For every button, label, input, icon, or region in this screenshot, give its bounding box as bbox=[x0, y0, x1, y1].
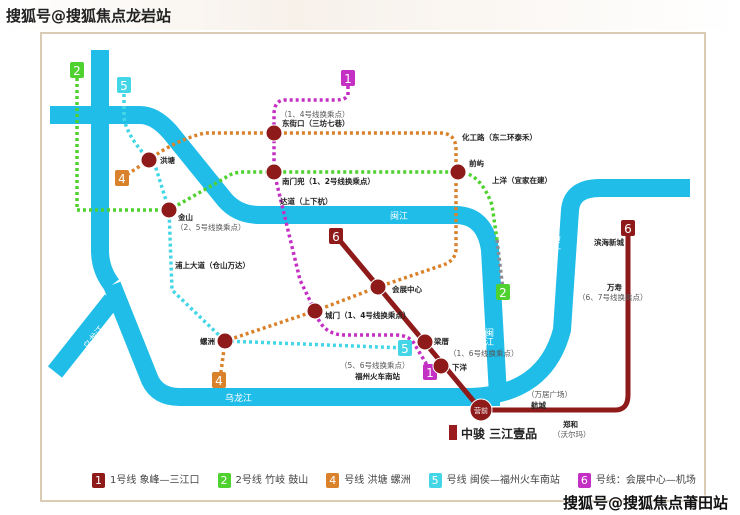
station-icon-qianyu bbox=[449, 163, 467, 181]
legend-badge: 6 bbox=[577, 472, 591, 488]
line-4-path bbox=[121, 131, 458, 381]
project-logo-icon bbox=[449, 425, 457, 440]
svg-text:5: 5 bbox=[401, 342, 409, 356]
station-shangyang: 上洋（宜家在建） bbox=[492, 175, 552, 185]
svg-text:4: 4 bbox=[118, 172, 126, 186]
station-jinshan-note: （2、5号线换乘点） bbox=[176, 222, 246, 232]
legend: 1 1号线 象峰—三江口 2 2号线 竹岐 鼓山 4 号线 洪塘 螺洲 5 号线 闽侯—… bbox=[92, 472, 696, 488]
river-minjiang bbox=[50, 106, 507, 396]
station-jinshan: 金山 bbox=[177, 212, 193, 222]
station-icon-dongjiekou bbox=[265, 124, 283, 142]
station-hongtang: 洪塘 bbox=[160, 155, 175, 165]
legend-line5: 5 号线 闽侯—福州火车南站 bbox=[428, 472, 560, 488]
badge-line1-top bbox=[341, 70, 355, 86]
station-icon-chengmen bbox=[306, 302, 324, 320]
watermark-bottom: 搜狐号@搜狐焦点莆田站 bbox=[562, 494, 728, 512]
station-nanmendou: 南门兜（1、2号线换乘点） bbox=[282, 176, 375, 186]
line-6-path bbox=[334, 230, 631, 413]
svg-text:6: 6 bbox=[332, 230, 340, 244]
station-icon-huizhan bbox=[369, 278, 387, 296]
svg-text:6: 6 bbox=[624, 222, 632, 236]
river-wulong-left bbox=[47, 294, 120, 378]
svg-text:4: 4 bbox=[215, 374, 223, 388]
legend-line6: 6 号线：会展中心—机场 bbox=[577, 472, 696, 488]
station-liangcuo: 梁厝 bbox=[433, 336, 449, 346]
station-pushang: 浦上大道（仓山万达） bbox=[175, 260, 250, 270]
station-icon-yingqian bbox=[469, 398, 493, 422]
station-huagonglu: 化工路（东二环泰禾） bbox=[462, 132, 537, 142]
badge-line4-bottom bbox=[212, 372, 226, 388]
station-qianyu: 前屿 bbox=[469, 158, 484, 168]
badge-line2-top bbox=[70, 62, 84, 78]
station-wanshou: 万寿 bbox=[606, 282, 622, 292]
station-huizhan: 会展中心 bbox=[392, 284, 422, 294]
river-label-minjiang: 闽江 bbox=[390, 210, 408, 222]
badge-line4-top bbox=[115, 170, 129, 186]
station-dongjiekou: 东街口（三坊七巷） bbox=[282, 118, 350, 128]
station-yingqian: 营前 bbox=[474, 406, 488, 415]
station-icon-liangcuo bbox=[416, 333, 434, 351]
legend-text: 号线：会展中心—机场 bbox=[595, 474, 696, 486]
river-label-wulongjiang: 乌龙江 bbox=[225, 392, 252, 404]
legend-line4: 4 号线 洪塘 螺洲 bbox=[326, 472, 411, 488]
station-xiayang: 下洋 bbox=[452, 362, 467, 372]
legend-badge: 2 bbox=[217, 472, 231, 488]
line-1-path bbox=[272, 80, 432, 371]
legend-badge: 5 bbox=[428, 472, 442, 488]
station-zhenghe: 郑和 bbox=[563, 419, 578, 429]
station-icon-nanmendou bbox=[265, 163, 283, 181]
river-left-vertical bbox=[91, 50, 120, 291]
station-hangcheng: 航城 bbox=[531, 400, 546, 410]
badge-line6-left bbox=[329, 228, 343, 244]
svg-text:2: 2 bbox=[73, 64, 81, 78]
legend-line2: 2 2号线 竹岐 鼓山 bbox=[217, 472, 309, 488]
map-frame bbox=[40, 32, 706, 502]
station-binhai: 滨海新城 bbox=[594, 237, 624, 247]
line-badges: 1 1 2 2 4 4 5 5 6 6 bbox=[70, 62, 635, 388]
station-wanda-note: （万居广场） bbox=[527, 389, 572, 399]
station-zhenghe-note: （沃尔玛） bbox=[553, 429, 591, 439]
station-icon-luozhou bbox=[216, 332, 234, 350]
legend-text: 号线 闽侯—福州火车南站 bbox=[446, 474, 560, 486]
legend-text: 1号线 象峰—三江口 bbox=[110, 474, 200, 486]
legend-badge: 1 bbox=[92, 472, 105, 488]
svg-text:5: 5 bbox=[120, 79, 128, 93]
station-icon-jinshan bbox=[160, 201, 178, 219]
legend-text: 2号线 竹岐 鼓山 bbox=[235, 474, 309, 486]
badge-line6-right bbox=[621, 220, 635, 236]
river-label-minjiang2: 闽江 bbox=[483, 327, 494, 347]
svg-text:1: 1 bbox=[426, 366, 434, 380]
station-dadao: 达道（上下杭） bbox=[280, 196, 333, 206]
legend-line1: 1 1号线 象峰—三江口 bbox=[92, 472, 200, 488]
top-banner bbox=[0, 0, 740, 30]
station-icon-hongtang bbox=[140, 151, 158, 169]
station-markers bbox=[140, 124, 493, 422]
line-5-path bbox=[122, 88, 406, 350]
line-2-path bbox=[75, 72, 499, 241]
river-wulongjiang bbox=[103, 281, 500, 406]
station-huochezhan-note: （5、6号线换乘点） bbox=[340, 360, 410, 370]
station-icon-xiayang bbox=[432, 357, 450, 375]
line-2-tail bbox=[495, 239, 505, 291]
legend-text: 号线 洪塘 螺洲 bbox=[344, 474, 411, 486]
svg-text:2: 2 bbox=[499, 286, 507, 300]
station-xiayang-note: （1、6号线换乘点） bbox=[449, 348, 519, 358]
legend-badge: 4 bbox=[326, 472, 340, 488]
project-logo-text: 中骏 三江壹品 bbox=[461, 426, 537, 441]
station-dongjiekou-note: （1、4号线换乘点） bbox=[280, 109, 350, 119]
svg-text:1: 1 bbox=[344, 72, 352, 86]
river-label-majiang: 马江 bbox=[550, 232, 561, 251]
badge-line2-bottom bbox=[496, 284, 510, 300]
station-luozhou: 螺洲 bbox=[200, 336, 215, 346]
watermark-top: 搜狐号@搜狐焦点龙岩站 bbox=[6, 7, 172, 25]
station-wanshou-note: （6、7号线换乘点） bbox=[578, 292, 648, 302]
badge-line5-bottom bbox=[398, 340, 412, 356]
station-huochezhan: 福州火车南站 bbox=[354, 371, 400, 381]
station-chengmen: 城门（1、4号线换乘点） bbox=[325, 310, 410, 320]
river-majiang bbox=[469, 179, 690, 406]
badge-line5-top bbox=[117, 77, 131, 93]
